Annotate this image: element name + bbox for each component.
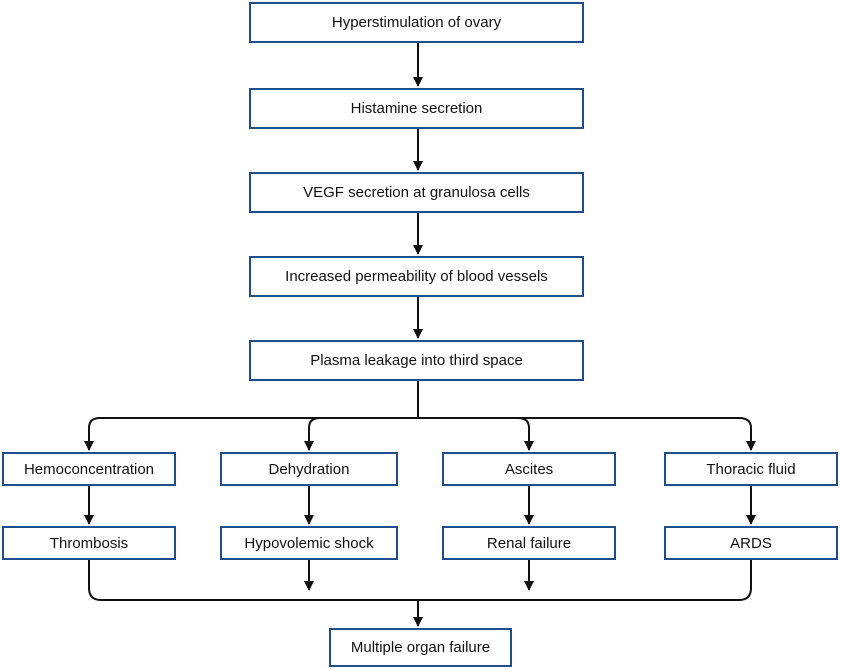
- node-dehydration: Dehydration: [220, 452, 398, 486]
- node-ascites: Ascites: [442, 452, 616, 486]
- node-thrombosis: Thrombosis: [2, 526, 176, 560]
- node-plasma-leakage: Plasma leakage into third space: [249, 340, 584, 381]
- node-multiple-organ-failure: Multiple organ failure: [329, 628, 512, 667]
- node-ards: ARDS: [664, 526, 838, 560]
- node-hypovolemic-shock: Hypovolemic shock: [220, 526, 398, 560]
- edge-plasma-hemoconcentration: [84, 417, 101, 451]
- edge-plasma-dehydration: [304, 417, 321, 451]
- edge-plasma-thoracic: [738, 417, 756, 451]
- node-renal-failure: Renal failure: [442, 526, 616, 560]
- node-hemoconcentration: Hemoconcentration: [2, 452, 176, 486]
- node-vegf-secretion: VEGF secretion at granulosa cells: [249, 172, 584, 213]
- node-histamine-secretion: Histamine secretion: [249, 88, 584, 129]
- edge-thrombosis-mof: [88, 560, 418, 601]
- node-thoracic-fluid: Thoracic fluid: [664, 452, 838, 486]
- node-hyperstimulation-of-ovary: Hyperstimulation of ovary: [249, 2, 584, 43]
- node-increased-permeability: Increased permeability of blood vessels: [249, 256, 584, 297]
- edge-plasma-ascites: [517, 417, 534, 451]
- edge-ards-mof: [418, 560, 752, 601]
